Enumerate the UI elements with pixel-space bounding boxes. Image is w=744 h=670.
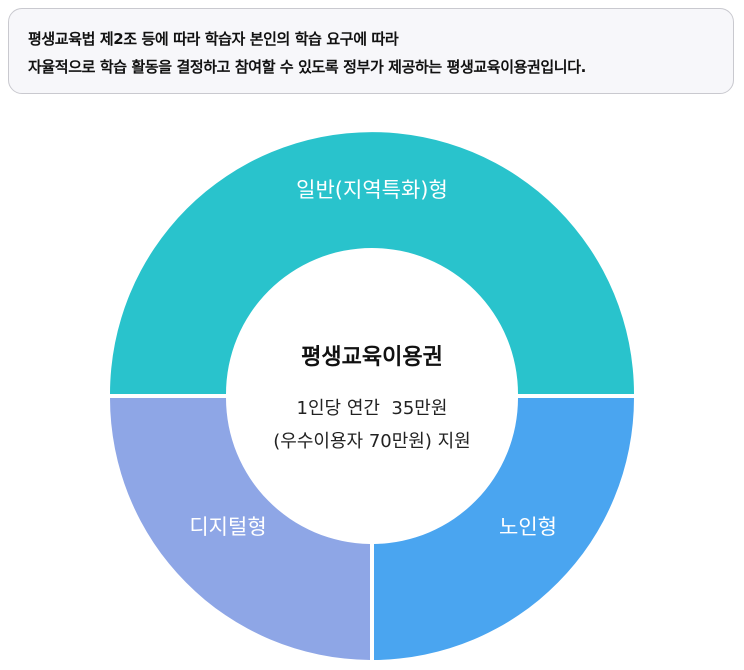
intro-line-1: 평생교육법 제2조 등에 따라 학습자 본인의 학습 요구에 따라 (28, 30, 399, 48)
center-amount: 1인당 연간 35만원 (297, 398, 448, 419)
intro-line-2: 자율적으로 학습 활동을 결정하고 참여할 수 있도록 정부가 제공하는 평생교… (28, 58, 586, 76)
segment-digital-label: 디지털형 (189, 515, 266, 539)
center-bonus: (우수이용자 70만원) 지원 (273, 431, 470, 452)
center-title: 평생교육이용권 (301, 345, 443, 370)
intro-box: 평생교육법 제2조 등에 따라 학습자 본인의 학습 요구에 따라 자율적으로 … (8, 8, 734, 94)
segment-senior-label: 노인형 (499, 515, 557, 539)
segment-general-label: 일반(지역특화)형 (296, 178, 448, 202)
segment-senior (374, 398, 634, 660)
segment-digital (110, 398, 370, 660)
segment-general (110, 132, 634, 395)
